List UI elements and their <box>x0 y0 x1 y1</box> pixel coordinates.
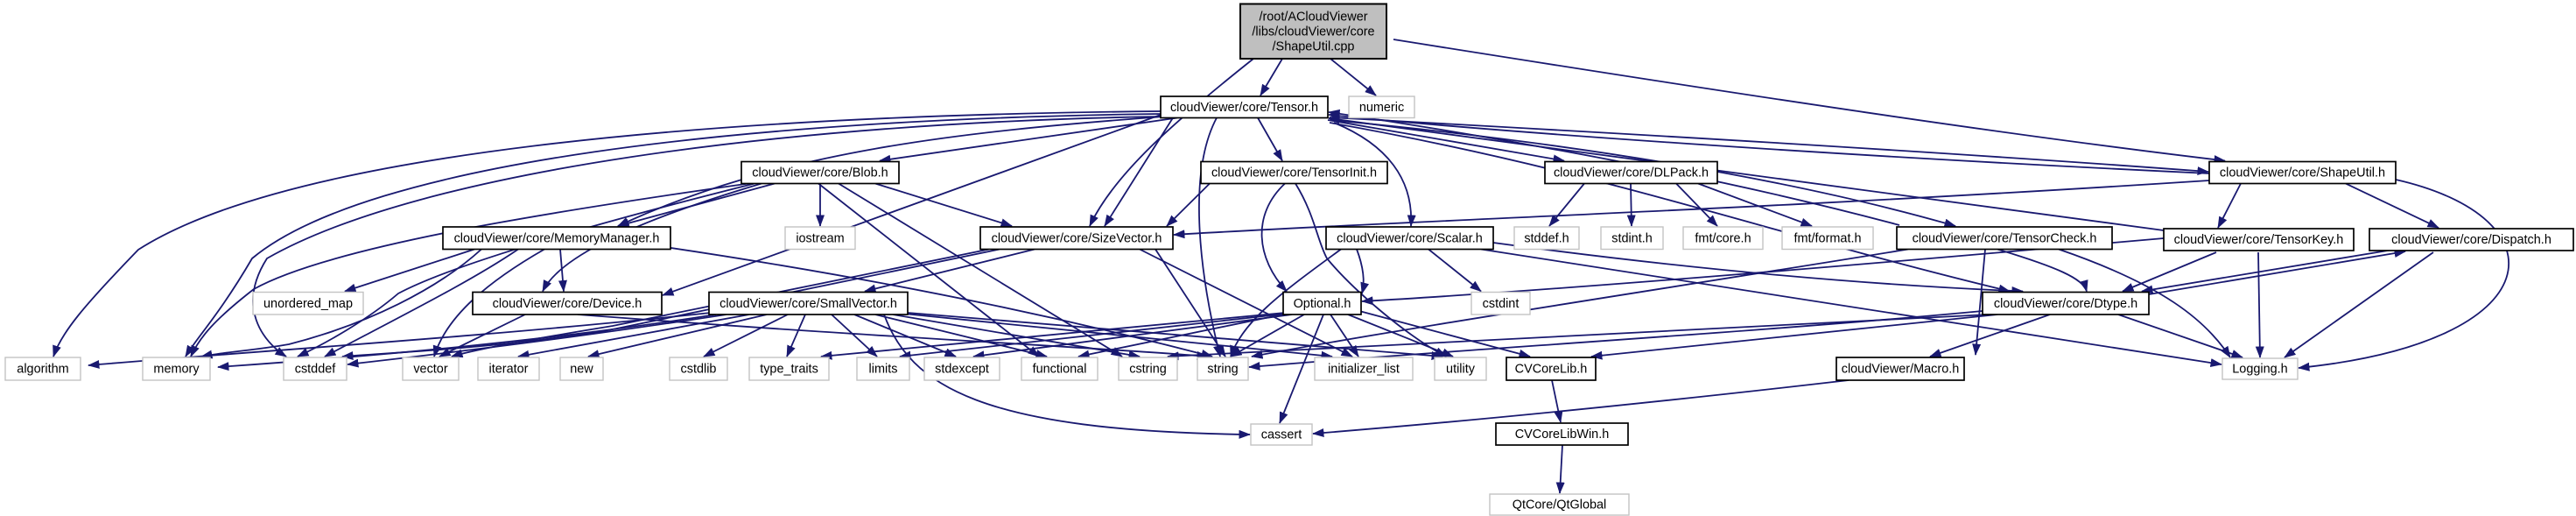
svg-text:iostream: iostream <box>796 231 844 245</box>
svg-text:/libs/cloudViewer/core: /libs/cloudViewer/core <box>1252 25 1374 39</box>
svg-text:/root/ACloudViewer: /root/ACloudViewer <box>1259 10 1367 24</box>
svg-text:unordered_map: unordered_map <box>263 297 353 311</box>
svg-text:stdexcept: stdexcept <box>935 363 989 377</box>
svg-text:cloudViewer/core/MemoryManager: cloudViewer/core/MemoryManager.h <box>454 231 660 245</box>
svg-text:cloudViewer/core/DLPack.h: cloudViewer/core/DLPack.h <box>1554 166 1709 180</box>
svg-text:stdint.h: stdint.h <box>1611 231 1653 245</box>
svg-text:fmt/core.h: fmt/core.h <box>1695 231 1751 245</box>
svg-text:cloudViewer/core/SmallVector.h: cloudViewer/core/SmallVector.h <box>719 297 897 311</box>
svg-text:cloudViewer/core/Dispatch.h: cloudViewer/core/Dispatch.h <box>2391 233 2551 247</box>
svg-text:cloudViewer/core/Dtype.h: cloudViewer/core/Dtype.h <box>1994 297 2137 311</box>
svg-text:cstring: cstring <box>1129 363 1167 377</box>
svg-text:CVCoreLibWin.h: CVCoreLibWin.h <box>1515 428 1610 442</box>
svg-text:stddef.h: stddef.h <box>1524 231 1569 245</box>
svg-text:cstdint: cstdint <box>1483 297 1520 311</box>
svg-text:QtCore/QtGlobal: QtCore/QtGlobal <box>1513 498 1607 512</box>
svg-text:limits: limits <box>869 363 898 377</box>
svg-text:utility: utility <box>1446 363 1476 377</box>
svg-text:cloudViewer/core/TensorInit.h: cloudViewer/core/TensorInit.h <box>1211 166 1377 180</box>
svg-text:CVCoreLib.h: CVCoreLib.h <box>1515 363 1588 377</box>
svg-text:Optional.h: Optional.h <box>1294 297 1351 311</box>
svg-text:/ShapeUtil.cpp: /ShapeUtil.cpp <box>1273 39 1355 53</box>
svg-text:cloudViewer/core/TensorKey.h: cloudViewer/core/TensorKey.h <box>2174 233 2344 247</box>
svg-text:cloudViewer/core/TensorCheck.h: cloudViewer/core/TensorCheck.h <box>1913 231 2097 245</box>
svg-text:cstddef: cstddef <box>295 363 337 377</box>
svg-text:initializer_list: initializer_list <box>1328 363 1400 377</box>
svg-text:algorithm: algorithm <box>17 363 68 377</box>
svg-text:cloudViewer/core/Device.h: cloudViewer/core/Device.h <box>493 297 642 311</box>
svg-text:string: string <box>1207 363 1238 377</box>
svg-text:vector: vector <box>413 363 448 377</box>
svg-text:cstdlib: cstdlib <box>681 363 717 377</box>
svg-text:cloudViewer/core/SizeVector.h: cloudViewer/core/SizeVector.h <box>992 231 1162 245</box>
svg-text:cloudViewer/core/Tensor.h: cloudViewer/core/Tensor.h <box>1170 101 1318 115</box>
svg-text:cloudViewer/core/Blob.h: cloudViewer/core/Blob.h <box>752 166 888 180</box>
svg-text:functional: functional <box>1033 363 1087 377</box>
svg-text:cloudViewer/core/ShapeUtil.h: cloudViewer/core/ShapeUtil.h <box>2220 166 2385 180</box>
svg-text:fmt/format.h: fmt/format.h <box>1793 231 1861 245</box>
svg-text:Logging.h: Logging.h <box>2232 363 2287 377</box>
svg-text:cloudViewer/core/Scalar.h: cloudViewer/core/Scalar.h <box>1337 231 1483 245</box>
svg-text:iterator: iterator <box>489 363 529 377</box>
svg-text:type_traits: type_traits <box>760 363 818 377</box>
svg-text:new: new <box>570 363 593 377</box>
svg-text:numeric: numeric <box>1359 101 1404 115</box>
svg-text:memory: memory <box>153 363 200 377</box>
svg-text:cloudViewer/Macro.h: cloudViewer/Macro.h <box>1842 363 1960 377</box>
svg-text:cassert: cassert <box>1261 428 1302 442</box>
